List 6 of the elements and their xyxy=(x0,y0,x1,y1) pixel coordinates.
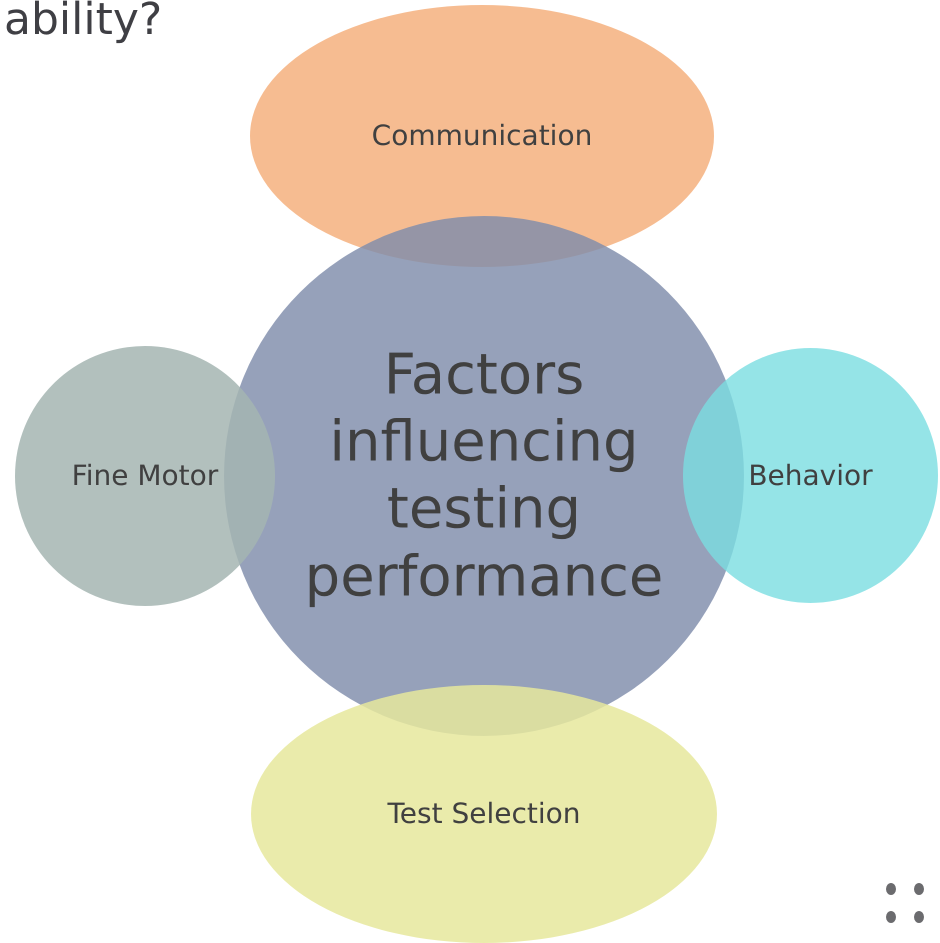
heading-text: ability? xyxy=(4,0,162,45)
node-label: Behavior xyxy=(748,458,873,492)
node-label: Factors influencing testing performance xyxy=(304,342,664,610)
node-label: Fine Motor xyxy=(72,459,218,493)
node-label: Communication xyxy=(372,119,592,153)
node-label: Test Selection xyxy=(387,797,581,831)
